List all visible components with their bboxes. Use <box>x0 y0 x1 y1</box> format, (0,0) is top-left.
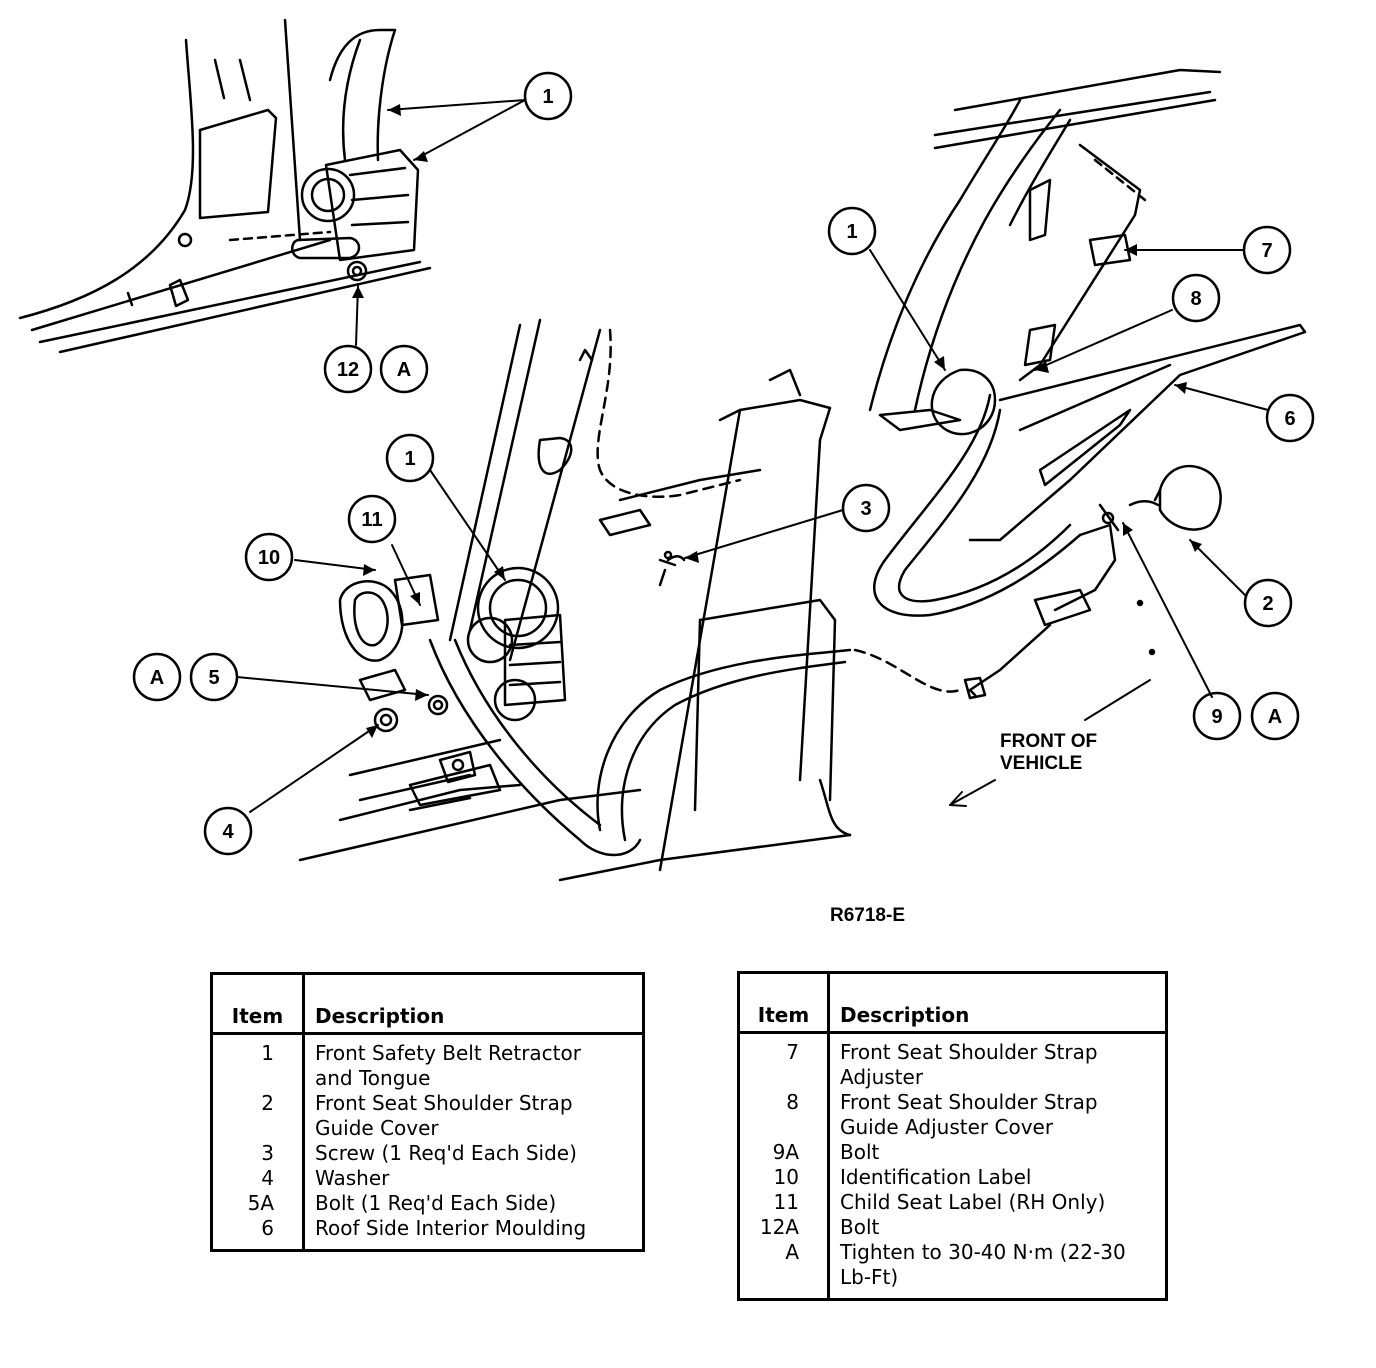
svg-text:11: 11 <box>361 509 382 531</box>
retractor-detail-view <box>18 18 432 354</box>
leader-arrowheads <box>352 104 1202 738</box>
item-number: 11 <box>738 1190 830 1215</box>
svg-text:7: 7 <box>1261 240 1272 262</box>
description-line: Front Seat Shoulder Strap <box>315 1091 573 1115</box>
table-row: 8 Front Seat Shoulder Strap Guide Adjust… <box>738 1090 1167 1140</box>
callout-8: 8 <box>1171 273 1221 323</box>
item-number: 2 <box>211 1091 305 1141</box>
table-row: 7 Front Seat Shoulder Strap Adjuster <box>738 1032 1167 1091</box>
exploded-view-diagram: 1 12 A 1 7 8 6 1 3 11 10 A <box>18 18 1315 926</box>
item-description: Bolt <box>840 1140 880 1164</box>
callout-a-right: A <box>1250 691 1300 741</box>
item-description: Front Seat Shoulder Strap Adjuster <box>829 1033 1167 1091</box>
item-number: 12A <box>738 1215 830 1240</box>
description-line: Guide Cover <box>315 1116 439 1140</box>
table-row: 9A Bolt <box>738 1140 1167 1165</box>
svg-text:A: A <box>1268 706 1282 728</box>
callout-1-right: 1 <box>827 206 877 256</box>
description-line: Front Seat Shoulder Strap <box>840 1090 1098 1114</box>
table-row: 1 Front Safety Belt Retractor and Tongue <box>211 1033 644 1092</box>
callout-1-top: 1 <box>523 71 573 121</box>
table-row: 10 Identification Label <box>738 1165 1167 1190</box>
callout-6: 6 <box>1265 393 1315 443</box>
item-description: Front Seat Shoulder Strap Guide Adjuster… <box>829 1090 1167 1140</box>
callout-5: 5 <box>189 652 239 702</box>
description-line: Adjuster <box>840 1065 924 1089</box>
item-description: Identification Label <box>840 1165 1032 1189</box>
svg-text:2: 2 <box>1262 593 1273 615</box>
callout-4: 4 <box>203 806 253 856</box>
column-header-item: Item <box>211 973 305 1035</box>
item-description: Bolt (1 Req'd Each Side) <box>315 1191 557 1215</box>
table-row: 11 Child Seat Label (RH Only) <box>738 1190 1167 1215</box>
item-number: 9A <box>738 1140 830 1165</box>
callout-a-left: A <box>132 652 182 702</box>
svg-text:6: 6 <box>1284 408 1295 430</box>
table-row: 5A Bolt (1 Req'd Each Side) <box>211 1191 644 1216</box>
item-number: 3 <box>211 1141 305 1166</box>
callout-a-top: A <box>379 344 429 394</box>
pillar-center-view <box>298 318 1156 882</box>
item-number: 1 <box>211 1033 305 1091</box>
svg-text:A: A <box>397 359 411 381</box>
front-of-vehicle-label-line1: FRONT OF <box>1000 731 1097 752</box>
callout-2: 2 <box>1243 578 1293 628</box>
item-number: 8 <box>738 1090 830 1140</box>
svg-text:5: 5 <box>208 667 219 689</box>
svg-text:1: 1 <box>542 86 553 108</box>
callout-10: 10 <box>244 532 294 582</box>
front-of-vehicle-label-line2: VEHICLE <box>1000 753 1082 774</box>
item-number: A <box>738 1240 830 1300</box>
item-number: 7 <box>738 1032 830 1090</box>
item-description: Roof Side Interior Moulding <box>315 1216 587 1240</box>
description-line: and Tongue <box>315 1066 431 1090</box>
item-description: Washer <box>315 1166 390 1190</box>
callout-12: 12 <box>323 344 373 394</box>
column-header-description: Description <box>828 972 1167 1034</box>
parts-table-right: Item Description 7 Front Seat Shoulder S… <box>737 971 1168 1301</box>
item-description: Bolt <box>840 1215 880 1239</box>
table-row: 3 Screw (1 Req'd Each Side) <box>211 1141 644 1166</box>
svg-text:3: 3 <box>860 498 871 520</box>
table-row: 4 Washer <box>211 1166 644 1191</box>
svg-text:10: 10 <box>258 547 280 569</box>
svg-text:8: 8 <box>1190 288 1201 310</box>
item-number: 4 <box>211 1166 305 1191</box>
item-number: 6 <box>211 1216 305 1251</box>
item-description: Front Safety Belt Retractor and Tongue <box>304 1034 644 1092</box>
description-line: Front Seat Shoulder Strap <box>840 1040 1098 1064</box>
figure-reference-code: R6718-E <box>830 905 905 926</box>
callout-11: 11 <box>347 494 397 544</box>
table-row: 6 Roof Side Interior Moulding <box>211 1216 644 1251</box>
svg-text:1: 1 <box>846 221 857 243</box>
table-row: 12A Bolt <box>738 1215 1167 1240</box>
roof-rail-detail-view <box>868 68 1307 700</box>
callout-9: 9 <box>1192 691 1242 741</box>
svg-text:9: 9 <box>1211 706 1222 728</box>
item-number: 5A <box>211 1191 305 1216</box>
callout-7: 7 <box>1242 225 1292 275</box>
description-line: Lb-Ft) <box>840 1265 899 1289</box>
description-line: Front Safety Belt Retractor <box>315 1041 581 1065</box>
item-description: Screw (1 Req'd Each Side) <box>315 1141 577 1165</box>
svg-text:12: 12 <box>337 359 359 381</box>
item-number: 10 <box>738 1165 830 1190</box>
svg-text:1: 1 <box>404 448 415 470</box>
table-row: 2 Front Seat Shoulder Strap Guide Cover <box>211 1091 644 1141</box>
callout-3: 3 <box>841 483 891 533</box>
parts-table-left: Item Description 1 Front Safety Belt Ret… <box>210 972 645 1252</box>
svg-text:A: A <box>150 667 164 689</box>
description-line: Guide Adjuster Cover <box>840 1115 1054 1139</box>
column-header-item: Item <box>738 972 830 1034</box>
item-description: Child Seat Label (RH Only) <box>840 1190 1106 1214</box>
description-line: Tighten to 30-40 N·m (22-30 <box>840 1240 1126 1264</box>
item-description: Front Seat Shoulder Strap Guide Cover <box>304 1091 644 1141</box>
column-header-description: Description <box>303 973 644 1035</box>
leader-lines <box>236 99 1269 813</box>
svg-text:4: 4 <box>222 821 234 843</box>
table-row: A Tighten to 30-40 N·m (22-30 Lb-Ft) <box>738 1240 1167 1300</box>
item-description: Tighten to 30-40 N·m (22-30 Lb-Ft) <box>829 1240 1167 1300</box>
callout-1-mid: 1 <box>385 433 435 483</box>
